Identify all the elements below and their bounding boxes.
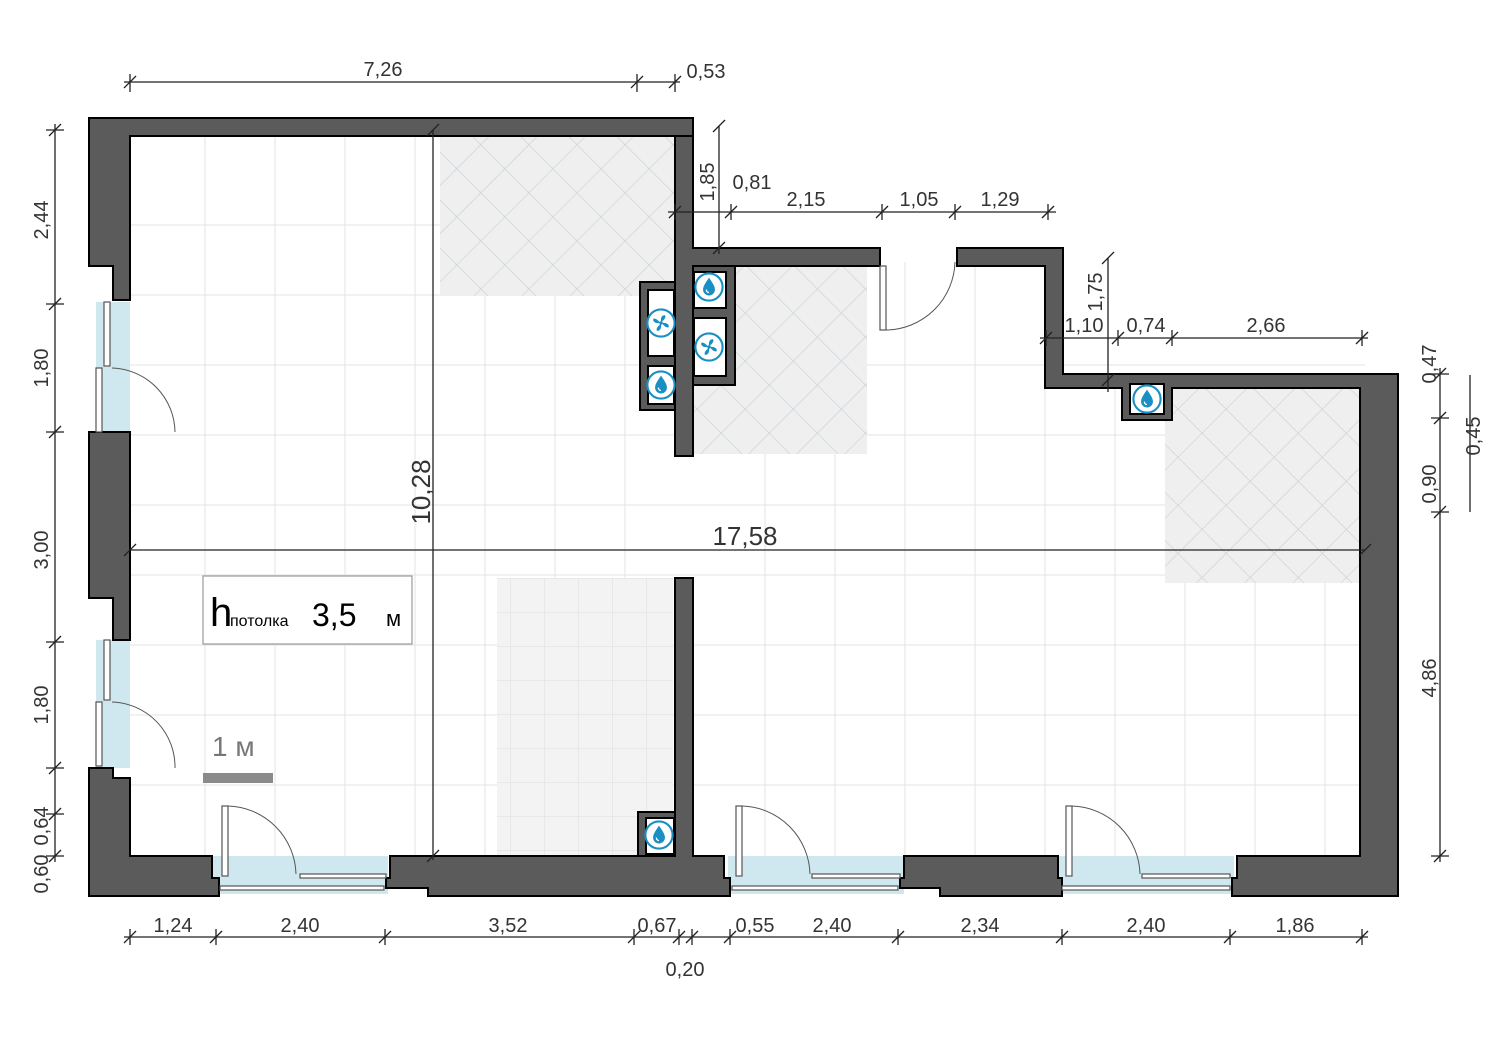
dim-bottom-4: 0,67 — [638, 915, 677, 937]
dim-bottom-6: 0,55 — [736, 915, 775, 937]
dim-left-3: 3,00 — [31, 531, 53, 570]
left-dimension-lines — [46, 123, 64, 863]
dim-bottom-7: 2,40 — [813, 915, 852, 937]
ventilation-fan-icon — [646, 308, 676, 338]
tile-zone-top — [440, 136, 675, 296]
dim-top-2: 0,53 — [687, 61, 726, 83]
dim-left-4: 1,80 — [31, 686, 53, 725]
bottom-dimension-lines — [123, 929, 1369, 945]
interior-dimensions — [123, 123, 1372, 863]
dim-top-5: 2,15 — [787, 189, 826, 211]
scale-bar — [203, 773, 273, 783]
dim-left-1: 2,44 — [31, 201, 53, 240]
dim-bottom-9: 2,40 — [1127, 915, 1166, 937]
dim-left-6: 0,60 — [31, 855, 53, 894]
water-drop-icon — [646, 370, 676, 400]
ceiling-value: 3,5 — [312, 597, 356, 633]
dim-bottom-2: 2,40 — [281, 915, 320, 937]
dim-top-8: 1,75 — [1085, 273, 1107, 312]
right-dimension-lines — [1431, 367, 1471, 863]
total-width-label: 17,58 — [712, 521, 777, 551]
dim-top-7: 1,29 — [981, 189, 1020, 211]
dim-top-11: 2,66 — [1247, 315, 1286, 337]
dim-bottom-5: 0,20 — [666, 959, 705, 981]
ceiling-unit: м — [386, 606, 401, 631]
water-drop-icon — [644, 820, 674, 850]
dim-top-4: 0,81 — [733, 172, 772, 194]
dim-left-2: 1,80 — [31, 349, 53, 388]
ceiling-sub: потолка — [230, 613, 289, 630]
dim-right-2: 0,45 — [1463, 417, 1485, 456]
dim-top-10: 0,74 — [1127, 315, 1166, 337]
tile-zone-bathroom — [497, 578, 673, 856]
dim-top-6: 1,05 — [900, 189, 939, 211]
dim-top-9: 1,10 — [1065, 315, 1104, 337]
doors — [95, 261, 1231, 891]
dim-right-4: 4,86 — [1419, 659, 1441, 698]
ceiling-h: h — [210, 591, 232, 635]
top-dimension-lines — [123, 74, 1369, 392]
dim-bottom-1: 1,24 — [154, 915, 193, 937]
dim-bottom-10: 1,86 — [1276, 915, 1315, 937]
total-depth-label: 10,28 — [406, 459, 436, 524]
tile-zone-right — [1165, 386, 1360, 583]
dim-right-3: 0,90 — [1419, 465, 1441, 504]
scale-label: 1 м — [212, 731, 255, 762]
dim-left-5: 0,64 — [31, 807, 53, 846]
water-drop-icon — [694, 272, 724, 302]
dim-bottom-8: 2,34 — [961, 915, 1000, 937]
dim-top-1: 7,26 — [364, 59, 403, 81]
dim-top-3: 1,85 — [697, 163, 719, 202]
ceiling-height-box: h потолка 3,5 м — [202, 575, 413, 645]
dim-bottom-3: 3,52 — [489, 915, 528, 937]
dim-right-1: 0,47 — [1419, 345, 1441, 384]
water-drop-icon — [1132, 384, 1162, 414]
ventilation-fan-icon — [694, 332, 724, 362]
